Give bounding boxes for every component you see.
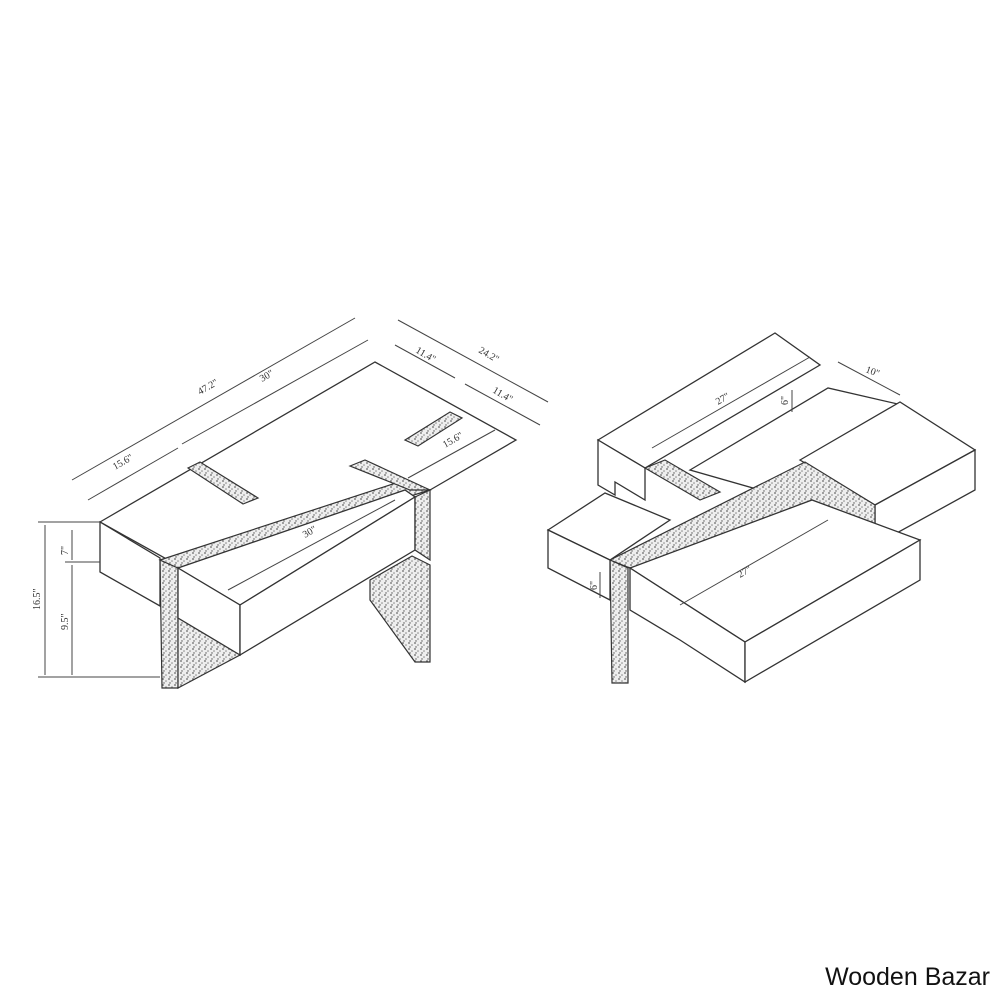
watermark: Wooden Bazar xyxy=(825,963,990,991)
dimension-lines xyxy=(38,317,549,678)
dim-line-back xyxy=(651,356,811,449)
dim-depth-front: 11.4" xyxy=(491,385,515,405)
front-drawer-face xyxy=(629,566,746,684)
dim-height-total: 16.5" xyxy=(32,588,43,610)
left-leg-panel xyxy=(609,559,629,684)
front-band-vertical xyxy=(414,489,431,562)
dim-line-width xyxy=(837,361,901,396)
dim-height-top: 7" xyxy=(60,546,71,555)
side-band xyxy=(403,411,464,447)
dim-depth-total: 24.2" xyxy=(477,345,501,365)
dim-front-drawer-height: 6" xyxy=(589,581,600,590)
back-band xyxy=(643,459,722,501)
top-band-left xyxy=(186,461,260,505)
dim-back-drawer-height: 6" xyxy=(780,396,791,405)
dim-height-bottom: 9.5" xyxy=(60,613,71,630)
dim-back-drawer-width: 10" xyxy=(864,364,881,379)
left-drawer-front xyxy=(99,520,161,608)
right-table: 27" 6" 10" 27" 6" xyxy=(546,332,977,684)
left-leg-panel xyxy=(159,559,179,689)
left-drawer-front xyxy=(547,528,611,602)
dim-length-total: 47.2" xyxy=(196,377,220,397)
right-leg-panel xyxy=(369,555,431,663)
front-drawer-side xyxy=(744,538,921,684)
left-table: 47.2" 30" 15.6" 24.2" 11.4" 11.4" 15.6" … xyxy=(32,317,549,689)
dim-length-top: 30" xyxy=(258,368,276,385)
dim-line-front xyxy=(679,519,829,606)
